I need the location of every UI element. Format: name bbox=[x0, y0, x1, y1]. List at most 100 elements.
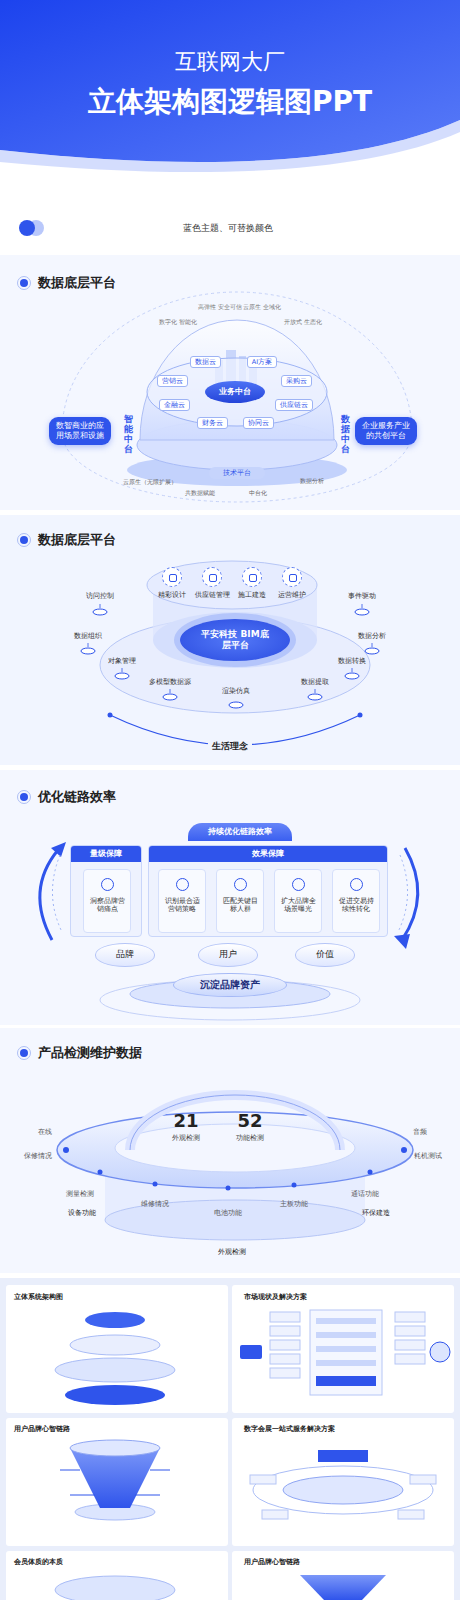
label-text: 互联网大厂 bbox=[175, 49, 285, 75]
label-text: 会员体质的本质 bbox=[14, 1558, 63, 1566]
node-text: 采购云 bbox=[286, 377, 307, 385]
core-ring: 平安科技 BIM底层平台 bbox=[180, 619, 290, 662]
label-text: 音频 bbox=[413, 1129, 427, 1137]
node-text: 匹配关键目标人群 bbox=[220, 897, 260, 913]
node-text: 数智商业的应用场景和设施 bbox=[54, 421, 106, 441]
label-text: 智能中台 bbox=[124, 415, 133, 455]
label-text: 数据中台 bbox=[341, 415, 350, 455]
label-text: 优化链路效率 bbox=[38, 789, 116, 805]
label-text: 共数据赋能 bbox=[185, 489, 215, 496]
core-ellipse: 业务中台 bbox=[205, 381, 265, 403]
label-text: 渲染仿真 bbox=[222, 688, 250, 696]
icon-symbol bbox=[292, 878, 305, 891]
cloud-tag: 数据云 bbox=[190, 356, 221, 368]
node-text: 业务中台 bbox=[219, 387, 251, 397]
label-text: 维修情况 bbox=[141, 1201, 169, 1209]
group-panel: 效果保障识别最合适营销策略 匹配关键目标人群 扩大品牌全场景曝光 促进交易持续性转化 bbox=[148, 845, 388, 937]
node-text: 施工建造 bbox=[238, 591, 266, 599]
label-text: 事件驱动 bbox=[348, 593, 376, 601]
cloud-tag: 供应链云 bbox=[275, 399, 313, 411]
label-text: 开放式 生态化 bbox=[284, 318, 322, 325]
feature-card: 匹配关键目标人群 bbox=[216, 869, 264, 933]
label-text: 设备功能 bbox=[68, 1209, 96, 1217]
label-text: 数据底层平台 bbox=[38, 275, 116, 291]
group-panel: 量级保障洞察品牌营销痛点 bbox=[70, 845, 142, 937]
label-text: 外观检测 bbox=[172, 1135, 200, 1143]
label-text: 耗机测试 bbox=[414, 1153, 442, 1161]
icon-symbol bbox=[242, 567, 262, 587]
label-text: 市场现状及解决方案 bbox=[244, 1293, 307, 1301]
cloud-tag: 协同云 bbox=[243, 417, 274, 429]
label-text: 数据分析 bbox=[300, 477, 324, 484]
label-text: 主板功能 bbox=[280, 1201, 308, 1209]
pillar-oval: 用户 bbox=[198, 943, 258, 966]
label-text: 生活理念 bbox=[208, 741, 252, 752]
label-text: 测量检测 bbox=[66, 1191, 94, 1199]
node-text: 技术平台 bbox=[223, 469, 251, 478]
node-text: 洞察品牌营销痛点 bbox=[87, 897, 127, 913]
icon-node: 供应链管理 bbox=[195, 567, 230, 599]
icon-symbol bbox=[350, 878, 363, 891]
cloud-tag: 采购云 bbox=[281, 375, 312, 387]
title-text: 立体架构图逻辑图PPT bbox=[88, 85, 372, 119]
node-text: 供应链管理 bbox=[195, 591, 230, 599]
node-text: 量级保障 bbox=[71, 846, 141, 862]
node-text: 用户 bbox=[219, 949, 237, 960]
node-text: 识别最合适营销策略 bbox=[162, 897, 202, 913]
banner-tab: 持续优化链路效率 bbox=[188, 823, 292, 841]
label-text: 外观检测 bbox=[218, 1248, 246, 1256]
cloud-tag: 财务云 bbox=[197, 417, 228, 429]
feature-card: 识别最合适营销策略 bbox=[158, 869, 206, 933]
label-text: 21 bbox=[173, 1110, 198, 1132]
label-text: 通话功能 bbox=[351, 1191, 379, 1199]
icon-symbol bbox=[282, 567, 302, 587]
icon-symbol bbox=[162, 567, 182, 587]
node-text: 运营维护 bbox=[278, 591, 306, 599]
label-text: 数据分析 bbox=[358, 633, 386, 641]
node-text: 金融云 bbox=[164, 401, 185, 409]
label-text: 云原生（无限扩展） bbox=[123, 478, 177, 485]
label-text: 数据底层平台 bbox=[38, 532, 116, 548]
node-text: 效果保障 bbox=[149, 846, 387, 862]
label-text: 中台化 bbox=[249, 489, 267, 496]
label-text: 用户品牌心智链路 bbox=[244, 1558, 300, 1566]
node-text: 平安科技 BIM底层平台 bbox=[198, 629, 272, 652]
node-text: 企业服务产业的共创平台 bbox=[360, 421, 412, 441]
label-text: 数据转换 bbox=[338, 658, 366, 666]
label-text: 数字会展一站式服务解决方案 bbox=[244, 1425, 335, 1433]
icon-node: 精彩设计 bbox=[158, 567, 186, 599]
feature-card: 促进交易持续性转化 bbox=[332, 869, 380, 933]
label-text: 在线 bbox=[38, 1129, 52, 1137]
node-text: 数据云 bbox=[195, 358, 216, 366]
cloud-tag: 金融云 bbox=[159, 399, 190, 411]
feature-card: 洞察品牌营销痛点 bbox=[83, 869, 131, 933]
label-text: 云原生 全域化 bbox=[243, 303, 281, 310]
cloud-tag: 营销云 bbox=[157, 375, 188, 387]
label-text: 功能检测 bbox=[236, 1135, 264, 1143]
label-text: 数据提取 bbox=[301, 679, 329, 687]
label-text: 保修情况 bbox=[24, 1153, 52, 1161]
icon-symbol bbox=[101, 878, 114, 891]
node-text: 品牌 bbox=[116, 949, 134, 960]
node-text: 营销云 bbox=[162, 377, 183, 385]
pillar-oval: 价值 bbox=[295, 943, 355, 966]
node-text: 促进交易持续性转化 bbox=[336, 897, 376, 913]
label-text: 访问控制 bbox=[86, 593, 114, 601]
icon-node: 施工建造 bbox=[238, 567, 266, 599]
label-text: 数字化 智能化 bbox=[159, 318, 197, 325]
node-text: 供应链云 bbox=[280, 401, 308, 409]
pillar-oval: 品牌 bbox=[95, 943, 155, 966]
icon-symbol bbox=[176, 878, 189, 891]
label-text: 产品检测维护数据 bbox=[38, 1045, 142, 1061]
feature-card: 扩大品牌全场景曝光 bbox=[274, 869, 322, 933]
node-text: 精彩设计 bbox=[158, 591, 186, 599]
node-text: 沉淀品牌资产 bbox=[200, 979, 260, 992]
label-text: 52 bbox=[237, 1110, 262, 1132]
label-text: 立体系统架构图 bbox=[14, 1293, 63, 1301]
icon-symbol bbox=[234, 878, 247, 891]
node-text: AI方案 bbox=[252, 358, 272, 366]
node-text: 价值 bbox=[316, 949, 334, 960]
info-box: 数智商业的应用场景和设施 bbox=[49, 417, 111, 445]
node-text: 扩大品牌全场景曝光 bbox=[278, 897, 318, 913]
